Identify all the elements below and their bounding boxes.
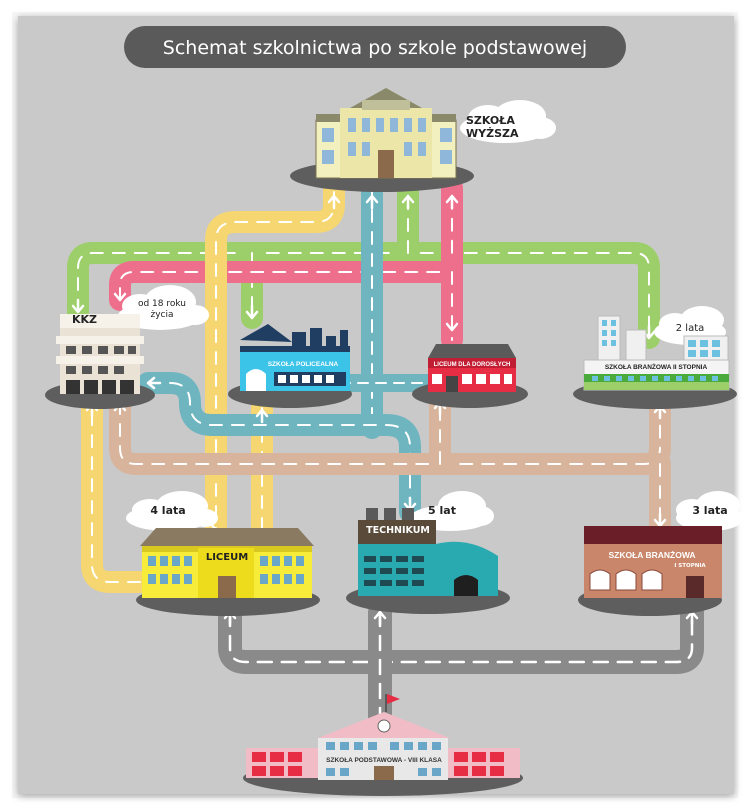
title-banner: [124, 26, 626, 68]
vocational1-sublabel: I STOPNIA: [674, 563, 706, 569]
adult-lyceum-label: LICEUM DLA DOROSŁYCH: [434, 362, 511, 368]
lyceum-building[interactable]: LICEUM 4 lata: [140, 504, 314, 598]
clouds: [118, 100, 744, 531]
cloud-kkz: [118, 285, 209, 330]
diagram-title: Schemat szkolnictwa po szkole podstawowe…: [163, 37, 587, 59]
postsecondary-building[interactable]: SZKOŁA POLICEALNA: [240, 324, 350, 391]
lyceum-duration: 4 lata: [150, 504, 185, 517]
vocational1-duration: 3 lata: [692, 504, 727, 517]
vocational1-label: SZKOŁA BRANŻOWA: [608, 550, 695, 560]
clock-icon: [377, 719, 391, 733]
kkz-note-line2: życia: [150, 310, 173, 320]
cloud-vocational1: [676, 491, 744, 531]
vocational1-building[interactable]: SZKOŁA BRANŻOWA I STOPNIA 3 lata: [584, 504, 728, 598]
university-building[interactable]: SZKOŁA WYŻSZA: [315, 88, 519, 179]
lyceum-label: LICEUM: [206, 552, 248, 563]
vocational2-building[interactable]: SZKOŁA BRANŻOWA II STOPNIA 2 lata: [583, 315, 730, 391]
cloud-vocational2: [654, 306, 726, 345]
kkz-note-line1: od 18 roku: [138, 299, 186, 309]
technikum-building[interactable]: TECHNIKUM 5 lat: [358, 504, 498, 596]
adult-lyceum-building[interactable]: LICEUM DLA DOROSŁYCH: [428, 344, 516, 392]
university-label-line1: SZKOŁA: [466, 114, 515, 127]
postsecondary-label: SZKOŁA POLICEALNA: [268, 361, 339, 368]
cloud-lyceum: [126, 491, 218, 531]
vocational2-duration: 2 lata: [676, 323, 705, 334]
flag-icon: [387, 694, 400, 704]
technikum-label: TECHNIKUM: [366, 525, 430, 536]
technikum-duration: 5 lat: [428, 504, 456, 517]
primary-school-label: SZKOŁA PODSTAWOWA - VIII KLASA: [326, 757, 442, 764]
kkz-label: KKZ: [72, 313, 97, 326]
cloud-university: [460, 100, 556, 143]
kkz-building[interactable]: KKZ od 18 roku życia: [56, 299, 186, 394]
vocational2-label: SZKOŁA BRANŻOWA II STOPNIA: [605, 363, 708, 371]
university-label-line2: WYŻSZA: [466, 126, 519, 140]
primary-school-building[interactable]: SZKOŁA PODSTAWOWA - VIII KLASA: [246, 694, 520, 780]
